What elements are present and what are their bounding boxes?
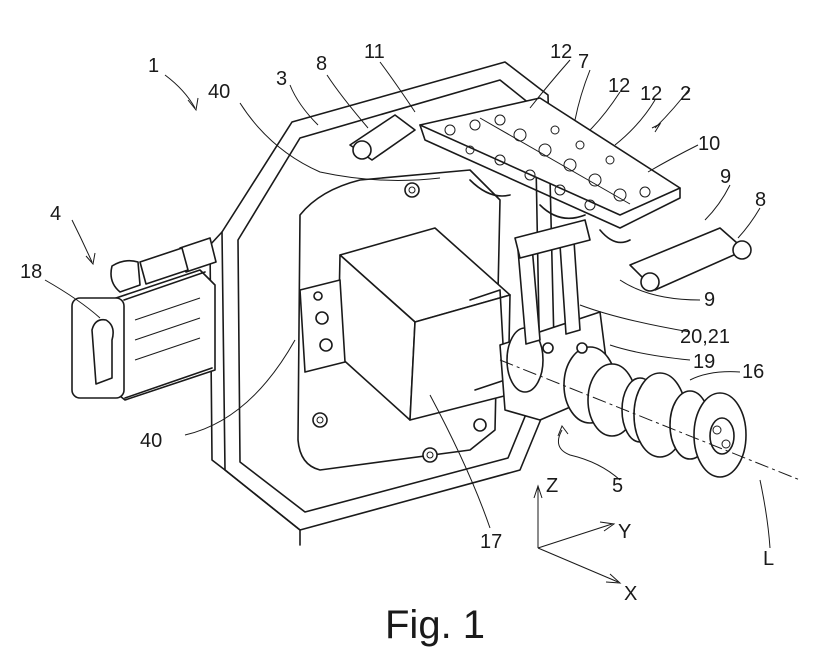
label-17: 17 — [480, 531, 502, 553]
label-7: 7 — [578, 51, 589, 73]
label-12a: 12 — [550, 41, 572, 63]
label-20-21: 20,21 — [680, 326, 730, 348]
axis-label-y: Y — [618, 521, 631, 543]
label-3: 3 — [276, 68, 287, 90]
label-8a: 8 — [316, 53, 327, 75]
label-5: 5 — [612, 475, 623, 497]
label-1: 1 — [148, 55, 159, 77]
label-40b: 40 — [140, 430, 162, 452]
label-12b: 12 — [608, 75, 630, 97]
label-9b: 9 — [704, 289, 715, 311]
label-12c: 12 — [640, 83, 662, 105]
label-18: 18 — [20, 261, 42, 283]
label-16: 16 — [742, 361, 764, 383]
label-2: 2 — [680, 83, 691, 105]
axis-label-x: X — [624, 583, 637, 605]
coordinate-system — [534, 486, 620, 583]
figure-caption: Fig. 1 — [385, 603, 485, 647]
label-10: 10 — [698, 133, 720, 155]
label-8b: 8 — [755, 189, 766, 211]
label-19: 19 — [693, 351, 715, 373]
label-L: L — [763, 548, 774, 570]
label-40a: 40 — [208, 81, 230, 103]
label-9a: 9 — [720, 166, 731, 188]
axis-labels: Z Y X — [546, 475, 637, 605]
label-11: 11 — [364, 41, 385, 63]
axis-label-z: Z — [546, 475, 558, 497]
label-4: 4 — [50, 203, 61, 225]
